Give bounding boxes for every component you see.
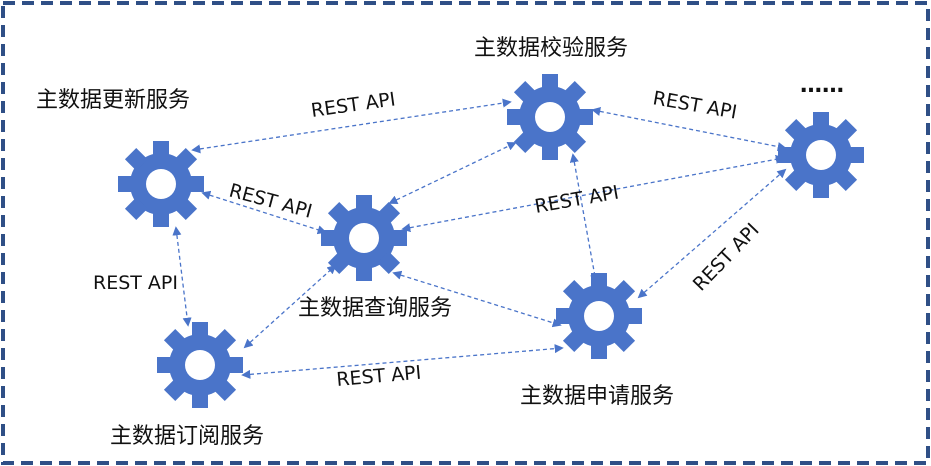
connector-update-validate xyxy=(191,98,512,154)
api-label-update-query: REST API xyxy=(227,180,315,223)
connector-query-apply xyxy=(392,270,562,328)
gear-subscribe-icon xyxy=(157,322,243,408)
label-update-service: 主数据更新服务 xyxy=(36,88,190,113)
connector-validate-apply xyxy=(569,153,600,284)
api-label-apply-other: REST API xyxy=(689,219,764,295)
gear-query-icon xyxy=(321,195,407,281)
label-apply-service: 主数据申请服务 xyxy=(520,384,674,409)
connector-update-query xyxy=(201,190,327,235)
label-validate-service: 主数据校验服务 xyxy=(474,36,628,61)
connector-query-validate xyxy=(388,142,517,204)
api-label-update-validate: REST API xyxy=(310,88,397,122)
gear-update-icon xyxy=(118,141,204,227)
connector-validate-other xyxy=(591,106,787,152)
connector-subscribe-apply xyxy=(241,344,564,379)
api-label-query-other: REST API xyxy=(533,182,621,218)
label-query-service: 主数据查询服务 xyxy=(298,296,452,321)
api-label-validate-other: REST API xyxy=(651,87,739,123)
api-label-update-subscribe: REST API xyxy=(93,272,178,294)
connector-query-subscribe xyxy=(243,264,337,349)
gear-other-icon xyxy=(778,112,864,198)
connector-update-subscribe xyxy=(172,226,192,327)
connector-apply-other xyxy=(637,168,787,299)
label-subscribe-service: 主数据订阅服务 xyxy=(110,424,264,449)
ellipsis-more-services: …… xyxy=(800,73,844,98)
gear-validate-icon xyxy=(507,74,593,160)
gear-apply-icon xyxy=(556,273,642,359)
